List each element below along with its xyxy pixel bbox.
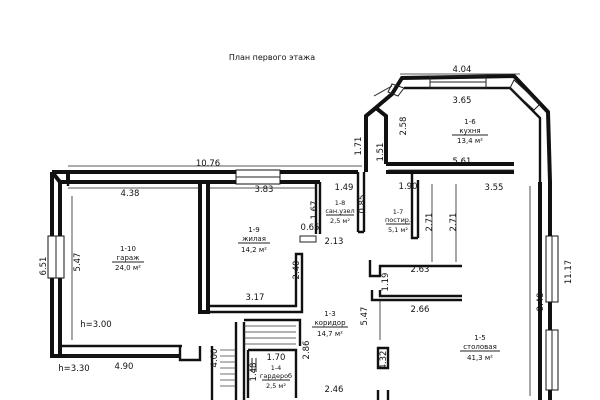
dim-5-47-mid: 5.47	[360, 307, 370, 326]
wc-partition	[314, 182, 322, 234]
svg-text:1-6: 1-6	[464, 118, 476, 126]
dim-11-17: 11.17	[564, 260, 574, 284]
svg-text:гардероб: гардероб	[260, 372, 292, 380]
room-1-9-walls	[208, 252, 304, 314]
wardrobe-walls	[246, 348, 298, 398]
corridor-stub	[376, 346, 390, 370]
room-1-7-label: 1-7 постир. 5,1 м²	[385, 208, 411, 234]
partition-2-66	[370, 290, 462, 302]
dim-2-46: 2.46	[325, 385, 344, 395]
stair-treads	[220, 325, 296, 387]
dim-h-3-00: h=3.00	[80, 320, 111, 330]
svg-text:1-8: 1-8	[335, 199, 346, 207]
dim-10-76: 10.76	[196, 159, 220, 169]
dim-0-85: 0.85	[358, 195, 368, 214]
svg-text:41,3 м²: 41,3 м²	[467, 354, 493, 362]
dim-1-19: 1.19	[381, 273, 391, 292]
svg-text:кухня: кухня	[459, 127, 480, 135]
plan-title: План первого этажа	[229, 53, 315, 62]
kitchen-bottom-wall	[386, 162, 514, 174]
partition-2-63	[368, 260, 462, 278]
dim-4-00: 4.00	[210, 349, 220, 368]
bay-leader	[373, 85, 393, 97]
bay-window-top	[429, 75, 487, 89]
bay-window-left	[387, 83, 405, 97]
svg-text:столовая: столовая	[463, 343, 497, 351]
dim-2-71-a: 2.71	[425, 213, 435, 232]
svg-text:1-9: 1-9	[248, 226, 259, 234]
dim-top-right-inner: 3.65	[453, 96, 472, 106]
room-1-4-label: 1-4 гардероб 2,5 м²	[260, 364, 292, 390]
room-1-6-label: 1-6 кухня 13,4 м²	[452, 118, 488, 145]
dim-2-86: 2.86	[302, 341, 312, 360]
top-wall	[52, 170, 358, 184]
door-0-65	[299, 235, 317, 243]
wc-right-wall	[356, 172, 366, 234]
garage-partition	[198, 182, 210, 314]
dim-top-right: 4.04	[453, 65, 472, 75]
svg-text:1-10: 1-10	[120, 245, 136, 253]
dim-2-13: 2.13	[325, 237, 344, 247]
dim-4-90: 4.90	[115, 362, 134, 372]
svg-text:5,1 м²: 5,1 м²	[388, 226, 408, 234]
dim-2-40: 2.40	[292, 261, 302, 280]
wardrobe-door	[251, 358, 257, 372]
dim-4-32: 4.32	[379, 351, 389, 370]
dim-3-83: 3.83	[255, 185, 274, 195]
dim-1-90: 1.90	[399, 182, 418, 192]
svg-text:2,5 м²: 2,5 м²	[266, 382, 286, 390]
dim-6-51: 6.51	[39, 257, 49, 276]
laundry-walls	[410, 172, 420, 240]
stair-frame	[210, 318, 302, 400]
svg-text:13,4 м²: 13,4 м²	[457, 137, 483, 145]
dim-3-55: 3.55	[485, 183, 504, 193]
room-1-3-label: 1-3 коридор 14,7 м²	[312, 310, 348, 338]
dim-2-63: 2.63	[411, 265, 430, 275]
stair-walls	[178, 322, 246, 400]
svg-text:коридор: коридор	[314, 319, 346, 327]
dim-1-67: 1.67	[310, 201, 320, 220]
dim-8-48: 8.48	[536, 293, 546, 312]
svg-text:гараж: гараж	[116, 254, 140, 262]
svg-text:2,5 м²: 2,5 м²	[330, 217, 350, 225]
svg-text:24,0 м²: 24,0 м²	[115, 264, 141, 272]
dim-3-17: 3.17	[246, 293, 265, 303]
dim-1-71: 1.71	[354, 137, 364, 156]
corridor-bottom-stub	[376, 390, 390, 400]
dim-0-65: 0.65	[301, 223, 320, 233]
svg-text:14,7 м²: 14,7 м²	[317, 330, 343, 338]
dim-4-38: 4.38	[121, 189, 140, 199]
kitchen-bay	[364, 73, 552, 183]
room-1-5-label: 1-5 столовая 41,3 м²	[460, 334, 500, 362]
dim-1-51: 1.51	[376, 143, 386, 162]
svg-text:1-7: 1-7	[393, 208, 404, 216]
svg-text:14,2 м²: 14,2 м²	[241, 246, 267, 254]
dim-2-58: 2.58	[399, 117, 409, 136]
svg-text:жилая: жилая	[242, 235, 266, 243]
bay-window-right	[509, 79, 541, 111]
svg-text:1-5: 1-5	[474, 334, 485, 342]
dim-1-70: 1.70	[267, 353, 286, 363]
svg-text:сан.узел: сан.узел	[325, 207, 354, 215]
room-1-8-label: 1-8 сан.узел 2,5 м²	[325, 199, 354, 225]
dim-5-61: 5.61	[453, 157, 472, 167]
svg-text:1-4: 1-4	[271, 364, 282, 372]
dim-1-49: 1.49	[335, 183, 354, 193]
dim-2-71-b: 2.71	[449, 213, 459, 232]
dim-1-48: 1.48	[249, 363, 259, 382]
svg-text:постир.: постир.	[385, 216, 411, 224]
dim-h-3-30: h=3.30	[58, 364, 89, 374]
room-1-10-label: 1-10 гараж 24,0 м²	[112, 245, 144, 272]
dim-2-66: 2.66	[411, 305, 430, 315]
room-1-9-label: 1-9 жилая 14,2 м²	[238, 226, 270, 254]
svg-text:1-3: 1-3	[324, 310, 335, 318]
dim-5-47-left: 5.47	[73, 253, 83, 272]
